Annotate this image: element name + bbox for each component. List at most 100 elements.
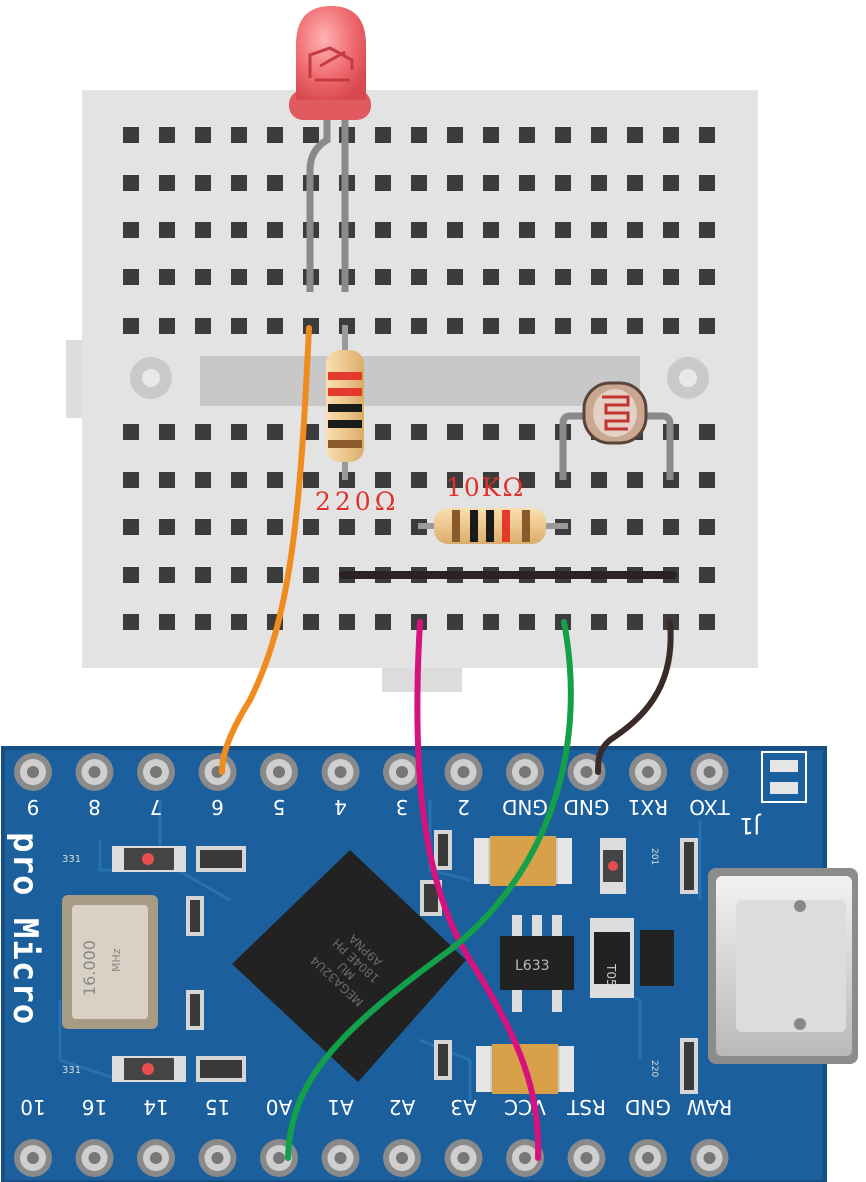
breadboard-hole xyxy=(411,222,427,238)
smd-resistor-body xyxy=(424,884,438,912)
breadboard-hole xyxy=(123,567,139,583)
pro-micro-board: 16.000 MHz MEGA32U4 MU 1804E PH A9PNA xyxy=(1,746,858,1182)
top-pin-label: 9 xyxy=(27,795,40,819)
breadboard-hole xyxy=(411,175,427,191)
breadboard-hole xyxy=(519,222,535,238)
bottom-pin-label: A1 xyxy=(327,1095,353,1119)
breadboard-hole xyxy=(159,614,175,630)
header-pin-hole xyxy=(211,1152,224,1164)
breadboard-hole xyxy=(627,519,643,535)
header-pin-hole xyxy=(457,766,470,778)
breadboard-hole xyxy=(591,614,607,630)
breadboard-hole xyxy=(591,175,607,191)
smd-resistors xyxy=(186,830,698,1094)
breadboard-hole xyxy=(159,567,175,583)
breadboard-hole xyxy=(231,175,247,191)
jumper-wires xyxy=(219,325,674,1161)
breadboard-hole xyxy=(159,424,175,440)
breadboard-hole xyxy=(699,222,715,238)
breadboard-hole xyxy=(447,318,463,334)
top-pin-label: 5 xyxy=(273,795,286,819)
breadboard-hole xyxy=(555,127,571,143)
header-pin-hole xyxy=(88,1152,101,1164)
breadboard-hole xyxy=(483,318,499,334)
breadboard-hole xyxy=(375,519,391,535)
breadboard-hole xyxy=(267,127,283,143)
regulator-label: L633 xyxy=(515,958,550,974)
breadboard-hole xyxy=(231,269,247,285)
breadboard-hole xyxy=(555,269,571,285)
jumper-j1 xyxy=(761,751,807,803)
tantalum-cap-top xyxy=(474,836,572,886)
breadboard-hole xyxy=(339,614,355,630)
breadboard-hole xyxy=(267,519,283,535)
photoresistor-leg-right xyxy=(640,412,674,480)
resistor-220-bands xyxy=(328,372,362,448)
breadboard-hole xyxy=(159,269,175,285)
breadboard-hole xyxy=(591,318,607,334)
top-pin-label: 2 xyxy=(457,795,470,819)
smd-code-201: 201 xyxy=(649,848,659,865)
breadboard-hole xyxy=(447,472,463,488)
smd-resistor-body xyxy=(438,1044,448,1076)
top-pin-label: GND xyxy=(502,795,548,819)
breadboard-hole xyxy=(483,222,499,238)
breadboard-hole xyxy=(699,318,715,334)
header-pin-hole xyxy=(580,1152,593,1164)
breadboard-hole xyxy=(627,472,643,488)
smd-component-right xyxy=(640,930,674,986)
header-pin-hole xyxy=(642,766,654,778)
breadboard-hole xyxy=(231,424,247,440)
breadboard-mount-hole-left-inner xyxy=(142,369,160,387)
breadboard-hole xyxy=(303,424,319,440)
breadboard-hole xyxy=(447,614,463,630)
breadboard-hole xyxy=(195,519,211,535)
led-post xyxy=(315,50,350,82)
breadboard-hole xyxy=(267,175,283,191)
mcu-chip: MEGA32U4 MU 1804E PH A9PNA xyxy=(232,850,466,1082)
breadboard-hole xyxy=(303,127,319,143)
breadboard-hole xyxy=(159,175,175,191)
breadboard-hole xyxy=(195,318,211,334)
breadboard-hole xyxy=(555,318,571,334)
breadboard-hole xyxy=(123,318,139,334)
breadboard-hole xyxy=(699,424,715,440)
breadboard-hole xyxy=(231,222,247,238)
smd-resistor-body xyxy=(684,842,694,890)
breadboard-hole xyxy=(555,175,571,191)
header-pin-hole xyxy=(703,766,716,778)
breadboard-hole xyxy=(663,222,679,238)
breadboard-hole xyxy=(483,424,499,440)
resistor-220: 220Ω xyxy=(315,325,395,516)
breadboard-hole xyxy=(663,269,679,285)
onboard-led-top xyxy=(112,846,186,872)
bottom-pin-label: 10 xyxy=(20,1095,45,1119)
breadboard-hole xyxy=(483,472,499,488)
top-pin-label: 4 xyxy=(334,795,347,819)
smd-code-331-top: 331 xyxy=(62,854,81,865)
breadboard-hole xyxy=(195,175,211,191)
breadboard-hole xyxy=(627,318,643,334)
breadboard-hole xyxy=(519,269,535,285)
resistor-220-band xyxy=(328,440,362,448)
photoresistor xyxy=(559,381,674,480)
led-leg-cathode xyxy=(306,118,331,292)
breadboard-hole xyxy=(519,175,535,191)
wire-brown xyxy=(595,619,674,775)
breadboard-hole xyxy=(663,127,679,143)
breadboard-hole xyxy=(195,222,211,238)
led-dome xyxy=(296,6,366,100)
breadboard-hole xyxy=(303,519,319,535)
crystal-label: 16.000 xyxy=(80,940,99,996)
breadboard-hole xyxy=(303,472,319,488)
breadboard-hole xyxy=(195,127,211,143)
breadboard-hole xyxy=(519,127,535,143)
photoresistor-trace xyxy=(602,395,630,431)
breadboard-hole xyxy=(411,269,427,285)
resistor-10k-label: 10KΩ xyxy=(446,473,525,502)
breadboard-hole xyxy=(411,472,427,488)
header-pin-hole xyxy=(88,766,101,778)
header-pin-hole xyxy=(519,766,531,778)
smd-resistor-body xyxy=(200,1060,242,1078)
